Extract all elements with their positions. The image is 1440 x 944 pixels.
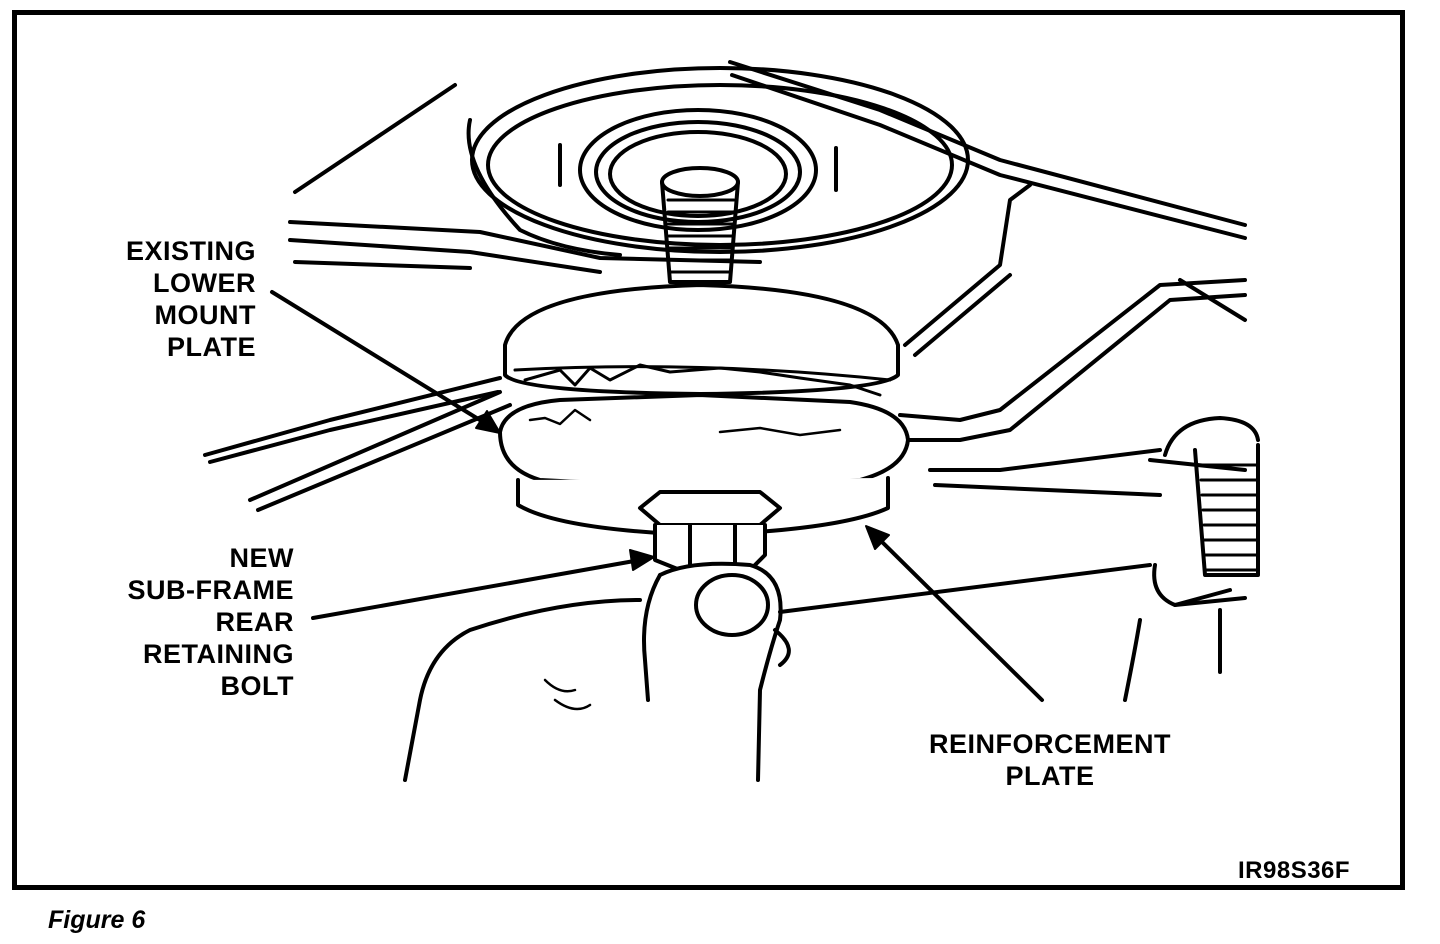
upper-insulator — [466, 66, 970, 257]
lower-mount-plate-label: EXISTING LOWER MOUNT PLATE — [125, 236, 256, 362]
leader-lines — [270, 290, 1044, 702]
threaded-stud — [660, 166, 740, 284]
retaining-bolt-label: NEW SUB-FRAME REAR RETAINING BOLT — [127, 543, 294, 701]
lower-mount-plate — [503, 283, 900, 397]
vehicle-frame-lines — [203, 60, 1247, 512]
figure-frame — [12, 10, 1405, 890]
retaining-bolt-head — [638, 490, 782, 572]
right-side-stud — [1163, 416, 1260, 577]
figure-caption: Figure 6 — [48, 906, 146, 934]
technician-hand — [403, 561, 1247, 782]
reinforcement-plate-label: REINFORCEMENT PLATE — [929, 729, 1171, 791]
figure-code: IR98S36F — [1238, 857, 1351, 884]
